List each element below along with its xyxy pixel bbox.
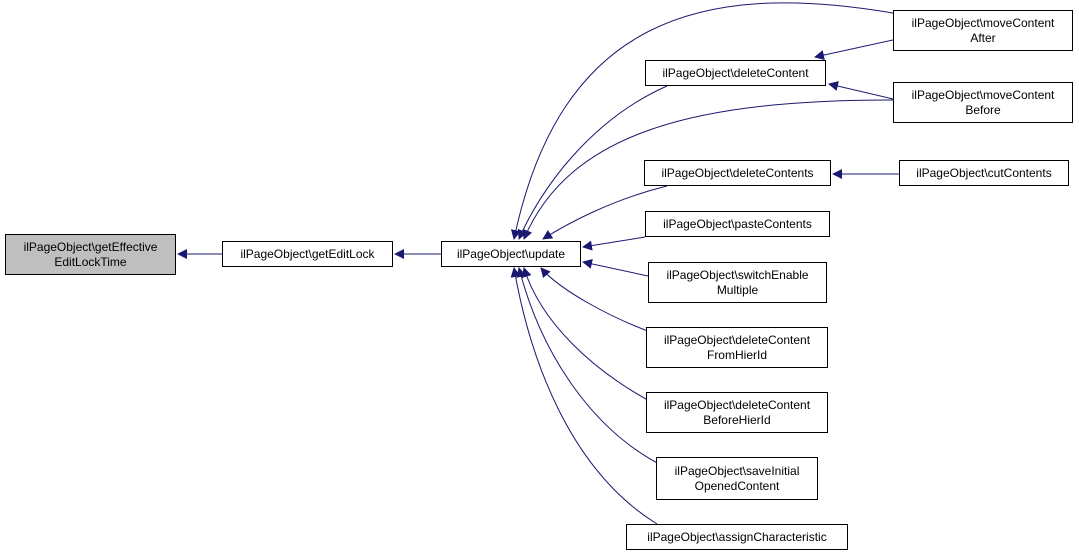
node-assignCharacteristic[interactable]: ilPageObject\assignCharacteristic — [626, 524, 848, 550]
edge-assignCharacteristic-to-update — [510, 267, 658, 525]
edge-moveContentBefore-to-update — [522, 99, 894, 240]
node-deleteContentBeforeHierId[interactable]: ilPageObject\deleteContent BeforeHierId — [646, 392, 828, 433]
edge-deleteContentFromHierId-to-update — [540, 267, 662, 337]
node-moveContentAfter[interactable]: ilPageObject\moveContent After — [893, 10, 1073, 51]
node-getEffectiveEditLockTime: ilPageObject\getEffective EditLockTime — [5, 234, 176, 275]
edge-moveContentBefore-to-deleteContent — [828, 81, 894, 100]
edge-saveInitialOpenedContent-to-update — [516, 267, 666, 468]
node-switchEnableMultiple[interactable]: ilPageObject\switchEnable Multiple — [648, 262, 827, 303]
node-deleteContent[interactable]: ilPageObject\deleteContent — [645, 60, 826, 86]
node-cutContents[interactable]: ilPageObject\cutContents — [899, 160, 1069, 186]
edge-deleteContents-to-update — [542, 185, 668, 240]
edge-moveContentAfter-to-update — [510, 2, 894, 240]
edge-pasteContents-to-update — [582, 236, 646, 251]
edge-deleteContentBeforeHierId-to-update — [521, 267, 658, 406]
node-deleteContentFromHierId[interactable]: ilPageObject\deleteContent FromHierId — [646, 327, 828, 368]
edge-moveContentAfter-to-deleteContent — [814, 39, 894, 60]
edge-deleteContent-to-update — [517, 85, 668, 240]
node-pasteContents[interactable]: ilPageObject\pasteContents — [645, 211, 830, 237]
node-deleteContents[interactable]: ilPageObject\deleteContents — [644, 160, 831, 186]
edge-switchEnableMultiple-to-update — [582, 259, 649, 277]
node-moveContentBefore[interactable]: ilPageObject\moveContent Before — [893, 82, 1073, 123]
node-update[interactable]: ilPageObject\update — [441, 241, 581, 267]
node-getEditLock[interactable]: ilPageObject\getEditLock — [222, 241, 393, 267]
node-saveInitialOpenedContent[interactable]: ilPageObject\saveInitial OpenedContent — [656, 457, 818, 500]
